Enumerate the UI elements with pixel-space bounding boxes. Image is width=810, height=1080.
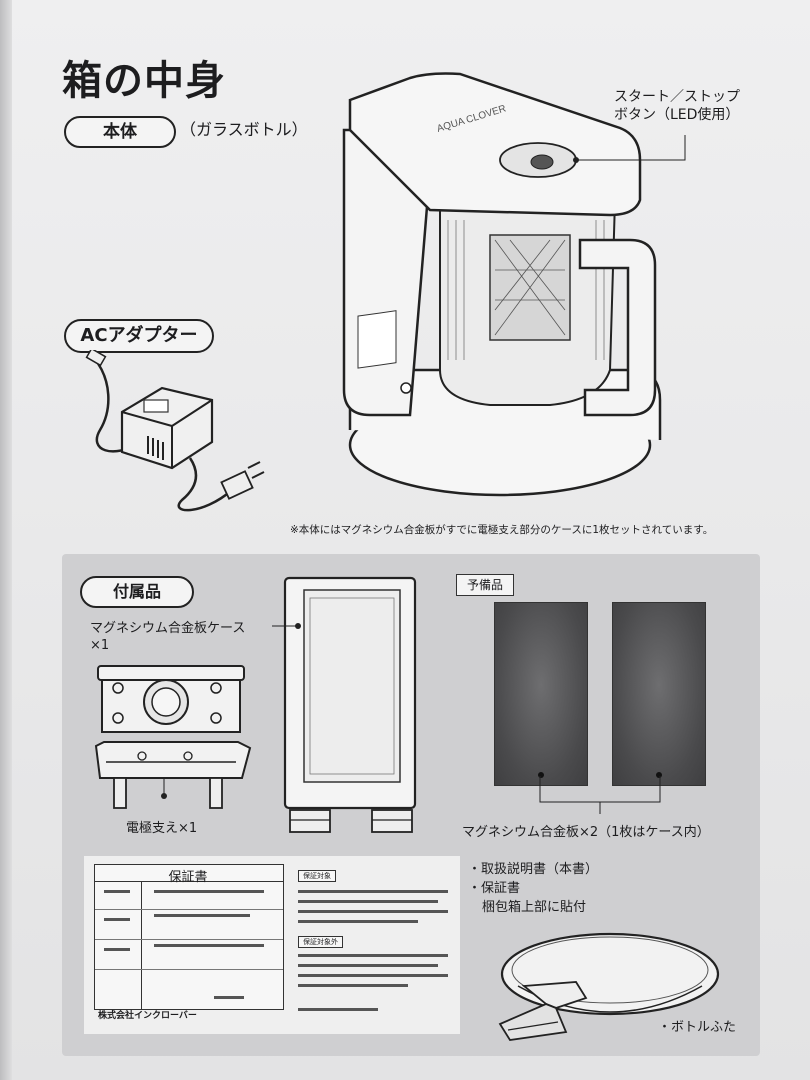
bottle-lid-label: ・ボトルふた [658, 1020, 737, 1035]
alloy-case-illustration [283, 576, 417, 833]
main-unit-illustration: AQUA CLOVER [342, 72, 686, 497]
set-note: ※本体にはマグネシウム合金板がすでに電極支え部分のケースに1枚セットされています… [290, 524, 714, 536]
bottle-lid-illustration [498, 932, 720, 1041]
ac-adapter-label: ACアダプター [64, 319, 214, 353]
warranty-tag-excluded: 保証対象外 [298, 936, 343, 948]
case-label-line2: ×1 [90, 638, 110, 653]
electrode-support-illustration [94, 665, 252, 809]
plate-marker [656, 772, 662, 778]
list-item-warranty: ・保証書 [468, 881, 521, 896]
case-leader [272, 623, 301, 629]
warranty-card-illustration: 保証書 保証対象 保証対象外 株式会社インクローバー [84, 856, 460, 1034]
start-stop-callout: スタート／ストップ ボタン（LED使用） [614, 88, 740, 124]
warranty-title: 保証書 [168, 870, 208, 885]
spare-label: 予備品 [456, 574, 514, 596]
spare-plate-1 [494, 602, 588, 786]
spare-plate-2 [612, 602, 706, 786]
included-items-list: ・取扱説明書（本書） ・保証書 梱包箱上部に貼付 [468, 860, 598, 917]
warranty-tag-covered: 保証対象 [298, 870, 336, 882]
plates-bracket [539, 776, 661, 814]
warranty-company: 株式会社インクローバー [98, 1011, 197, 1021]
list-item-manual: ・取扱説明書（本書） [468, 862, 599, 877]
plate-marker [538, 772, 544, 778]
electrode-label: 電極支え×1 [126, 821, 198, 836]
accessories-label: 付属品 [80, 576, 194, 608]
callout-line1: スタート／ストップ [614, 89, 740, 105]
page-title: 箱の中身 [62, 58, 226, 104]
body-sublabel: （ガラスボトル） [180, 120, 308, 139]
warranty-table [94, 864, 284, 1010]
list-item-warranty-note: 梱包箱上部に貼付 [482, 900, 587, 915]
callout-line2: ボタン（LED使用） [614, 107, 740, 123]
body-label: 本体 [64, 116, 176, 148]
plates-label: マグネシウム合金板×2（1枚はケース内） [462, 825, 710, 840]
ac-adapter-illustration [85, 350, 265, 512]
case-label: マグネシウム合金板ケース ×1 [90, 620, 245, 654]
case-label-line1: マグネシウム合金板ケース [90, 621, 246, 636]
